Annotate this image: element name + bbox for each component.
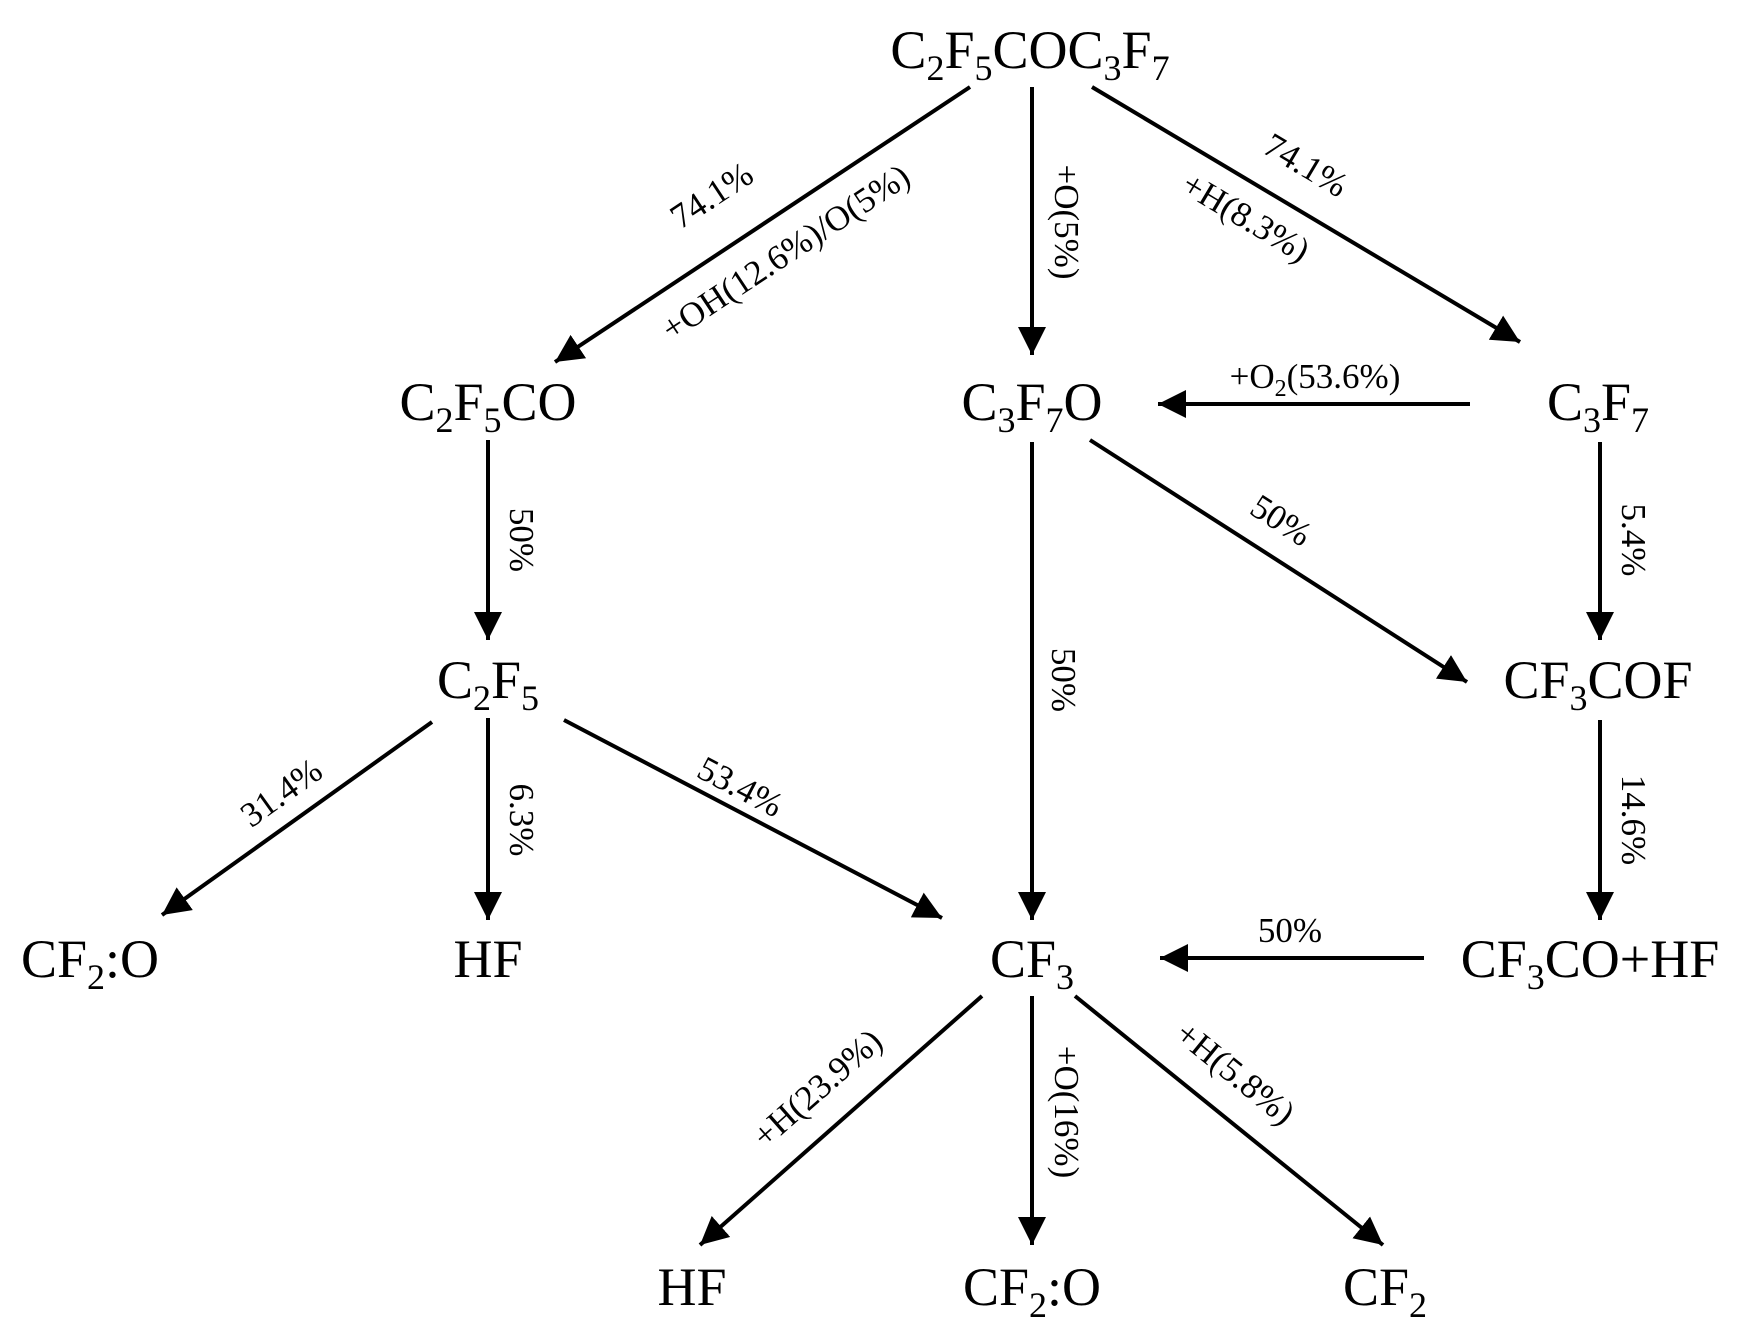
node-c3f7o: C3F7O <box>961 372 1102 440</box>
edge-label-cf3-to-hf: +H(23.9%) <box>745 1021 890 1155</box>
arrow-c2f5-to-cf3 <box>563 718 943 920</box>
edge-label-top-to-c3f7o: +O(5%) <box>1047 165 1086 280</box>
node-cf3cof: CF3COF <box>1503 650 1692 718</box>
node-cf2: CF2 <box>1343 1257 1427 1325</box>
edge-label-c2f5-to-hf: 6.3% <box>502 784 541 857</box>
node-cf2o-left: CF2:O <box>21 929 159 997</box>
arrow-cf3-to-cf2 <box>1073 994 1385 1247</box>
edge-label-c3f7o-to-cf3: 50% <box>1044 648 1083 712</box>
node-cf3: CF3 <box>990 929 1074 997</box>
arrow-top-to-c2f5co <box>553 85 972 364</box>
node-c2f5coc3f7: C2F5COC3F7 <box>890 20 1169 88</box>
edge-label-c2f5co-to-c2f5: 50% <box>502 508 541 572</box>
node-c2f5co: C2F5CO <box>399 372 576 440</box>
edge-label-cf3cohf-to-cf3: 50% <box>1258 911 1322 950</box>
arrow-c2f5-to-cf2o <box>160 720 434 917</box>
node-c2f5: C2F5 <box>437 650 539 718</box>
edge-label-cf3-to-cf2o: +O(16%) <box>1047 1046 1086 1178</box>
node-hf-mid: HF <box>453 929 522 989</box>
node-hf-bottom: HF <box>657 1257 726 1317</box>
edge-label-c2f5-to-cf2o: 31.4% <box>233 750 329 834</box>
arrow-top-to-c3f7 <box>1090 85 1522 344</box>
edge-label-c3f7-to-cf3cof: 5.4% <box>1614 504 1653 577</box>
arrow-c3f7o-to-cf3cof <box>1088 438 1469 684</box>
node-c3f7: C3F7 <box>1547 372 1649 440</box>
node-cf2o-bottom: CF2:O <box>963 1257 1101 1325</box>
edge-label-cf3cof-to-cf3cohf: 14.6% <box>1614 775 1653 865</box>
arrow-cf3-to-hf <box>698 994 984 1247</box>
edge-label-cf3-to-cf2: +H(5.8%) <box>1168 1013 1302 1132</box>
edge-label-c3f7-to-c3f7o: +O2(53.6%) <box>1230 357 1401 402</box>
node-cf3co-hf: CF3CO+HF <box>1461 929 1720 997</box>
edge-label-top-to-c2f5co-line1: 74.1% <box>663 154 760 236</box>
